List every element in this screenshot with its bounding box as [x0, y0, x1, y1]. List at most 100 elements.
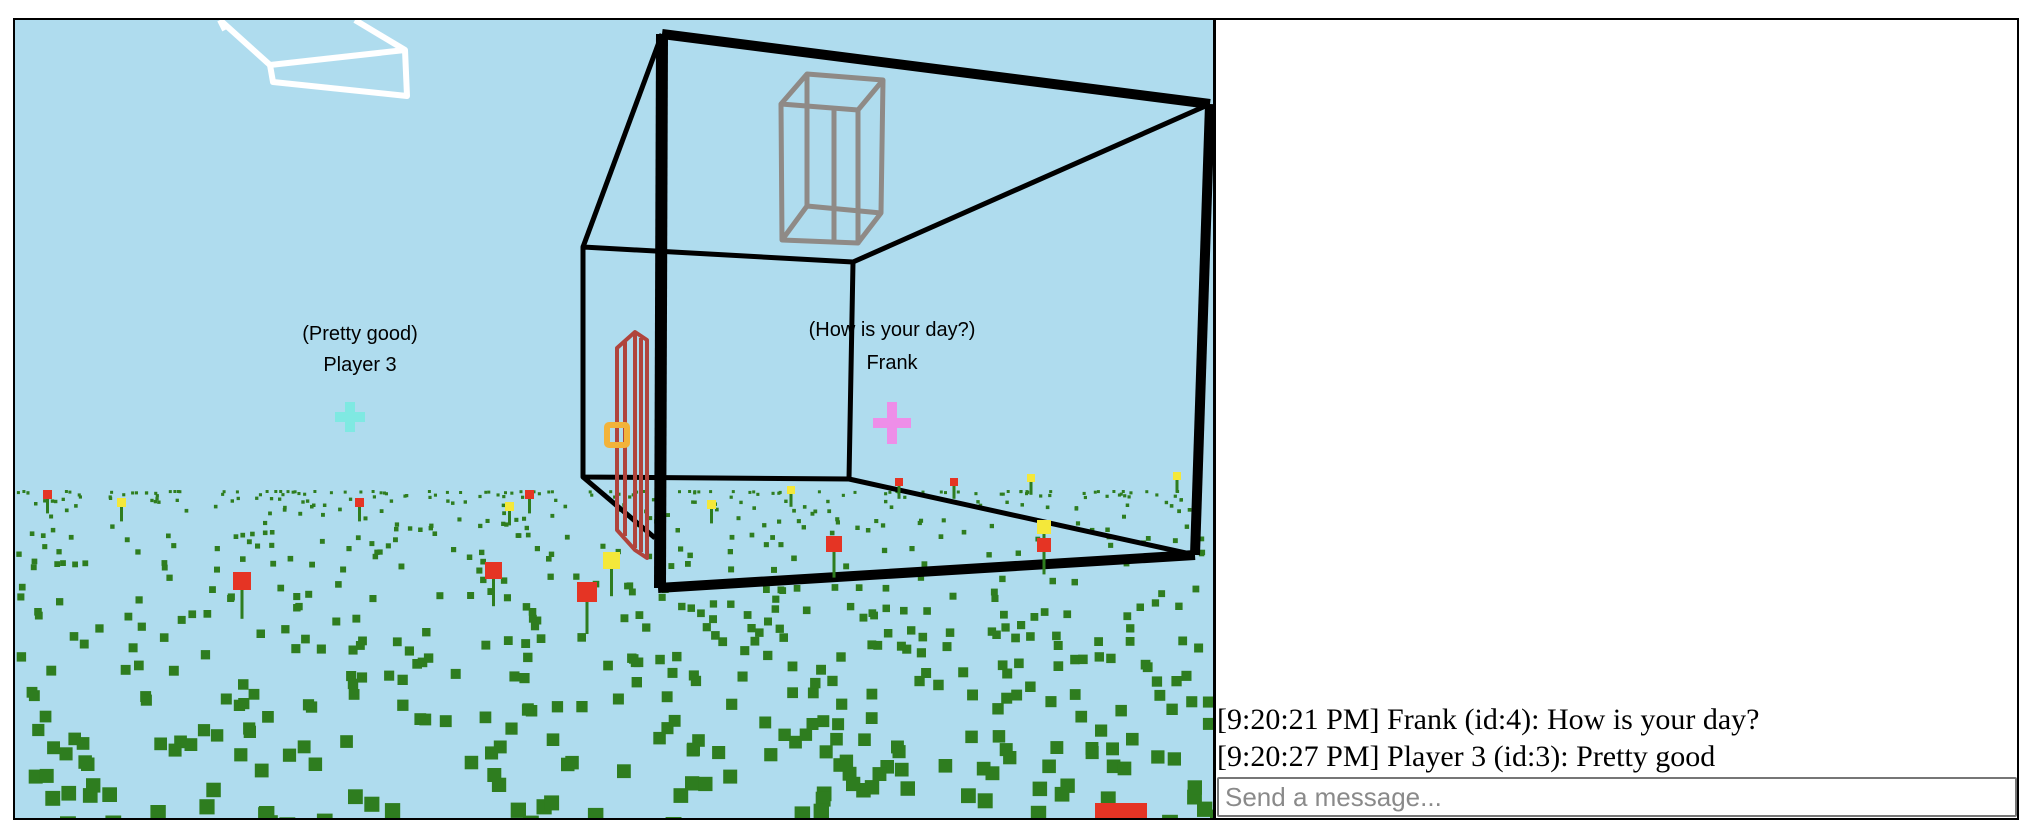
grass-speck: [502, 495, 506, 499]
grass-speck: [501, 503, 506, 508]
grass-speck: [221, 492, 225, 496]
grass-speck: [1071, 578, 1078, 586]
grass-speck: [884, 499, 888, 504]
grass-speck: [974, 492, 978, 496]
grass-speck: [60, 560, 66, 566]
red-door[interactable]: [615, 330, 649, 560]
grass-speck: [428, 526, 433, 531]
grass-speck: [550, 513, 555, 518]
game-viewport[interactable]: (Pretty good) Player 3 (How is your day?…: [15, 20, 1216, 818]
grass-speck: [384, 670, 395, 681]
grass-speck: [502, 511, 506, 516]
grass-speck: [949, 592, 957, 600]
chat-message-input[interactable]: [1217, 777, 2017, 817]
grass-speck: [802, 505, 807, 509]
player-3-avatar[interactable]: (Pretty good) Player 3: [302, 323, 418, 432]
grass-speck: [727, 600, 735, 608]
grass-speck: [939, 490, 943, 494]
grass-speck: [177, 615, 186, 624]
grass-speck: [510, 491, 514, 495]
grass-speck: [547, 573, 554, 580]
grass-speck: [999, 492, 1003, 496]
grass-speck: [166, 574, 173, 581]
grass-speck: [1040, 608, 1049, 616]
grass-speck: [1145, 536, 1151, 541]
grass-speck: [548, 551, 555, 557]
grass-speck: [884, 492, 888, 496]
grass-speck: [128, 643, 138, 653]
grass-speck: [789, 735, 802, 749]
grass-speck: [763, 650, 773, 661]
grass-speck: [248, 688, 260, 700]
grass-speck: [200, 650, 211, 660]
grass-speck: [176, 490, 180, 493]
grass-speck: [603, 660, 613, 671]
grass-speck: [26, 686, 38, 698]
grass-speck: [303, 492, 307, 496]
grass-speck: [554, 498, 558, 502]
grass-speck: [392, 637, 402, 647]
grass-speck: [697, 490, 701, 494]
grass-speck: [40, 533, 46, 538]
grass-speck: [628, 495, 632, 499]
grass-speck: [291, 644, 301, 654]
grass-speck: [50, 527, 56, 533]
grass-speck: [1020, 503, 1024, 507]
grass-speck: [140, 694, 152, 706]
grass-speck: [403, 494, 407, 498]
grass-speck: [39, 710, 52, 723]
grass-speck: [794, 806, 811, 818]
grass-speck: [1140, 659, 1151, 670]
grass-speck: [524, 525, 529, 531]
grass-speck: [374, 549, 380, 555]
grass-speck: [356, 672, 368, 683]
grass-speck: [29, 531, 35, 536]
grass-speck: [394, 526, 399, 532]
grass-speck: [1199, 549, 1206, 556]
door-knob[interactable]: [604, 422, 630, 448]
grass-speck: [779, 633, 788, 642]
grass-speck: [521, 639, 531, 648]
grass-speck: [220, 693, 232, 705]
grass-speck: [297, 740, 311, 754]
grass-speck: [573, 573, 580, 580]
grass-speck: [902, 644, 912, 654]
grass-speck: [777, 586, 785, 594]
grass-speck: [227, 594, 235, 602]
flower-stem: [528, 499, 531, 514]
grass-speck: [1053, 661, 1064, 671]
grass-speck: [269, 542, 275, 548]
grass-speck: [1048, 493, 1052, 498]
grass-speck: [1117, 761, 1132, 776]
grass-speck: [445, 490, 449, 494]
grass-speck: [771, 566, 777, 573]
grass-speck: [173, 490, 177, 493]
grass-speck: [346, 671, 357, 682]
frank-avatar[interactable]: (How is your day?) Frank: [809, 319, 976, 444]
grass-speck: [404, 646, 414, 656]
grass-speck: [778, 542, 784, 548]
grass-speck: [956, 490, 960, 494]
grass-speck: [889, 505, 894, 509]
grass-speck: [369, 541, 375, 547]
scene-canvas[interactable]: (Pretty good) Player 3 (How is your day?…: [15, 20, 1216, 818]
grass-speck: [775, 624, 784, 633]
grass-speck: [749, 532, 755, 538]
grass-speck: [343, 490, 347, 494]
grass-speck: [653, 731, 666, 745]
grass-speck: [551, 701, 564, 713]
grass-speck: [992, 703, 1004, 715]
grass-speck: [1199, 536, 1205, 542]
grass-speck: [880, 523, 886, 528]
flower-head: [485, 562, 502, 579]
grass-speck: [459, 491, 463, 494]
grass-speck: [723, 769, 738, 784]
grass-speck: [709, 615, 717, 624]
flower-head: [950, 478, 958, 486]
grass-speck: [1175, 602, 1183, 610]
grass-speck: [726, 698, 738, 710]
grass-speck: [1096, 490, 1100, 494]
grass-speck: [1002, 668, 1013, 679]
grass-speck: [120, 664, 131, 675]
grass-speck: [832, 718, 845, 731]
